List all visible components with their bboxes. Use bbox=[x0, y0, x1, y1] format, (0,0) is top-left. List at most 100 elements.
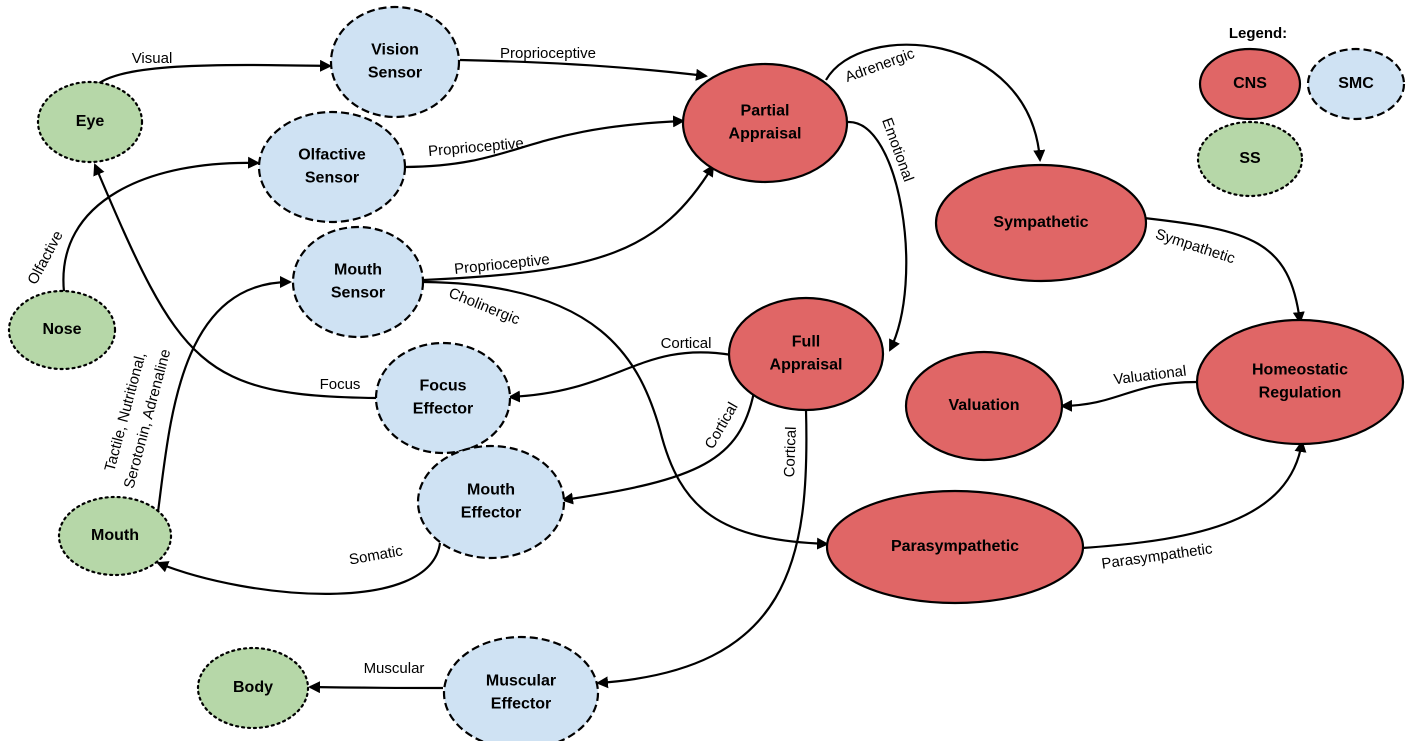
e-somatic-label: Somatic bbox=[348, 542, 405, 568]
e-prop-mouth-arrow bbox=[423, 164, 715, 282]
node-vision-sensor-label: Sensor bbox=[368, 65, 422, 82]
node-nose-label: Nose bbox=[42, 321, 81, 338]
e-adrenergic-label: Adrenergic bbox=[843, 45, 917, 86]
node-parasympathetic: Parasympathetic bbox=[825, 489, 1085, 605]
nodes-layer: EyeNoseMouthBodyVisionSensorOlfactiveSen… bbox=[7, 5, 1405, 741]
node-mouth-label: Mouth bbox=[91, 527, 139, 544]
node-mouth-effector-shape bbox=[416, 444, 566, 560]
node-focus-effector-label: Focus bbox=[419, 378, 466, 395]
e-tactile-arrow bbox=[156, 276, 292, 513]
node-full-appraisal-shape bbox=[727, 296, 885, 412]
e-sympathetic-arrow bbox=[1143, 216, 1305, 324]
node-focus-effector-label: Effector bbox=[413, 401, 473, 418]
e-cortical-muscular-arrow bbox=[596, 409, 808, 689]
e-prop-vision-label: Proprioceptive bbox=[500, 45, 596, 62]
e-cortical-mouth-label: Cortical bbox=[701, 399, 741, 452]
e-cortical-focus-label: Cortical bbox=[661, 335, 712, 352]
node-olfactive-sensor-label: Olfactive bbox=[298, 147, 366, 164]
node-homeostatic-regulation-shape bbox=[1195, 318, 1405, 446]
legend-label-ss: SS bbox=[1239, 150, 1261, 167]
edges-layer bbox=[62, 43, 1307, 694]
e-olfactive-arrow bbox=[62, 156, 260, 293]
node-mouth-shape bbox=[57, 495, 173, 577]
node-nose: Nose bbox=[7, 289, 117, 371]
legend-swatch-ss bbox=[1196, 120, 1304, 198]
e-adrenergic-arrow bbox=[825, 43, 1046, 162]
legend: Legend: CNS SMC SS bbox=[1196, 25, 1406, 198]
node-partial-appraisal-label: Partial bbox=[741, 103, 790, 120]
node-muscular-effector-label: Muscular bbox=[486, 673, 556, 690]
node-body: Body bbox=[196, 646, 310, 730]
e-valuational-label: Valuational bbox=[1113, 363, 1188, 389]
e-cholinergic-arrow bbox=[423, 280, 829, 550]
node-parasympathetic-shape bbox=[825, 489, 1085, 605]
e-prop-vision-arrow bbox=[459, 58, 708, 81]
node-muscular-effector-shape bbox=[442, 635, 600, 741]
e-somatic-arrow bbox=[156, 542, 442, 595]
e-parasympathetic-arrow bbox=[1081, 440, 1307, 550]
e-cortical-muscular-label: Cortical bbox=[781, 426, 800, 477]
e-focus-label: Focus bbox=[320, 376, 361, 393]
legend-title: Legend: bbox=[1229, 25, 1287, 42]
node-body-shape bbox=[196, 646, 310, 730]
e-muscular-label: Muscular bbox=[364, 660, 425, 677]
node-eye-label: Eye bbox=[76, 113, 105, 130]
e-valuational-arrow bbox=[1060, 380, 1198, 412]
legend-label-smc: SMC bbox=[1338, 75, 1374, 92]
node-homeostatic-regulation-label: Homeostatic bbox=[1252, 362, 1348, 379]
node-full-appraisal-label: Full bbox=[792, 334, 820, 351]
e-cortical-mouth-arrow bbox=[561, 391, 756, 505]
legend-item-cns: CNS bbox=[1198, 47, 1302, 121]
node-partial-appraisal-shape bbox=[681, 62, 849, 184]
node-eye-shape bbox=[36, 80, 144, 164]
e-muscular-arrow bbox=[308, 681, 444, 694]
node-partial-appraisal-label: Appraisal bbox=[729, 126, 802, 143]
e-prop-olfactive-arrow bbox=[404, 115, 685, 169]
node-valuation-shape bbox=[904, 350, 1064, 462]
node-sympathetic-label: Sympathetic bbox=[993, 214, 1088, 231]
e-visual-arrow bbox=[91, 59, 332, 91]
node-mouth-sensor-label: Sensor bbox=[331, 285, 385, 302]
node-sympathetic: Sympathetic bbox=[934, 163, 1148, 283]
node-parasympathetic-label: Parasympathetic bbox=[891, 538, 1019, 555]
node-valuation-label: Valuation bbox=[948, 397, 1019, 414]
node-vision-sensor-label: Vision bbox=[371, 42, 419, 59]
e-focus-arrow bbox=[93, 163, 378, 400]
node-full-appraisal-label: Appraisal bbox=[770, 357, 843, 374]
node-valuation: Valuation bbox=[904, 350, 1064, 462]
node-body-label: Body bbox=[233, 679, 273, 696]
e-prop-olfactive-label: Proprioceptive bbox=[427, 135, 524, 160]
node-mouth: Mouth bbox=[57, 495, 173, 577]
node-mouth-effector-label: Mouth bbox=[467, 482, 515, 499]
e-cortical-focus-arrow bbox=[508, 351, 733, 403]
legend-label-cns: CNS bbox=[1233, 75, 1267, 92]
legend-item-ss: SS bbox=[1196, 120, 1304, 198]
legend-swatch-smc bbox=[1306, 47, 1406, 121]
node-focus-effector-shape bbox=[374, 341, 512, 455]
node-homeostatic-regulation-label: Regulation bbox=[1259, 385, 1342, 402]
node-vision-sensor-shape bbox=[329, 5, 461, 119]
node-nose-shape bbox=[7, 289, 117, 371]
node-olfactive-sensor-label: Sensor bbox=[305, 170, 359, 187]
e-olfactive-label: Olfactive bbox=[24, 228, 66, 288]
node-mouth-sensor-label: Mouth bbox=[334, 262, 382, 279]
legend-item-smc: SMC bbox=[1306, 47, 1406, 121]
e-emotional-arrow bbox=[847, 120, 908, 352]
node-mouth-sensor-shape bbox=[291, 225, 425, 339]
node-mouth-effector-label: Effector bbox=[461, 505, 521, 522]
node-olfactive-sensor-shape bbox=[257, 110, 407, 224]
legend-swatch-cns bbox=[1198, 47, 1302, 121]
node-muscular-effector-label: Effector bbox=[491, 696, 551, 713]
node-sympathetic-shape bbox=[934, 163, 1148, 283]
node-eye: Eye bbox=[36, 80, 144, 164]
